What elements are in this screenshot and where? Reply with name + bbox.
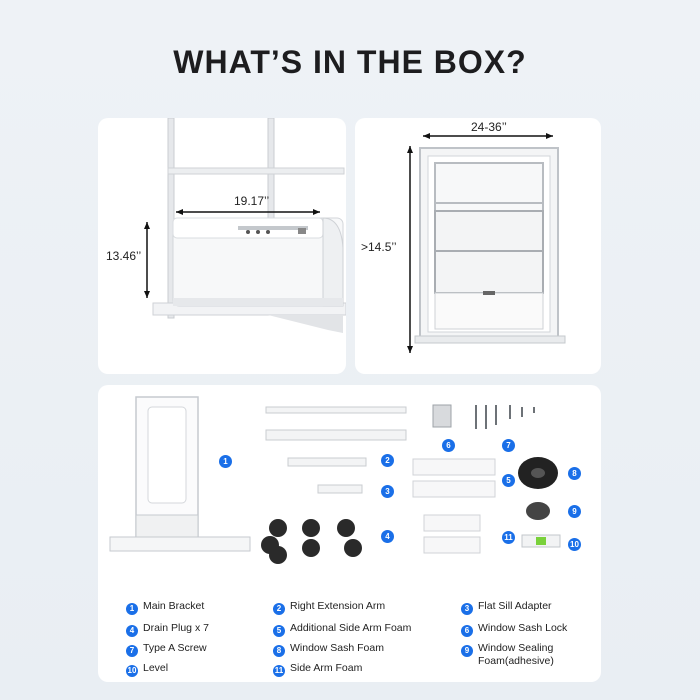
window-width-label: 24-36’’ xyxy=(471,120,507,134)
callout-badge-3: 3 xyxy=(381,485,394,498)
page-title: WHAT’S IN THE BOX? xyxy=(173,44,527,80)
callout-badge-1: 1 xyxy=(219,455,232,468)
ac-width-label: 19.17’’ xyxy=(234,194,270,208)
ac-unit-panel: 19.17’’ 13.46’’ xyxy=(98,118,346,374)
callout-badge-8: 8 xyxy=(568,467,581,480)
callout-badge-10: 10 xyxy=(568,538,581,551)
callout-badge-7: 7 xyxy=(502,439,515,452)
callout-badge-9: 9 xyxy=(568,505,581,518)
callout-badge-11: 11 xyxy=(502,531,515,544)
callout-badge-2: 2 xyxy=(381,454,394,467)
parts-illustration xyxy=(109,396,561,564)
window-illustration xyxy=(407,133,566,353)
ac-height-label: 13.46’’ xyxy=(106,249,142,263)
ac-unit-illustration xyxy=(144,118,346,333)
window-height-label: >14.5’’ xyxy=(361,240,397,254)
callout-badge-6: 6 xyxy=(442,439,455,452)
window-panel: 24-36’’ >14.5’’ xyxy=(355,118,601,374)
callout-badge-4: 4 xyxy=(381,530,394,543)
callout-badge-5: 5 xyxy=(502,474,515,487)
